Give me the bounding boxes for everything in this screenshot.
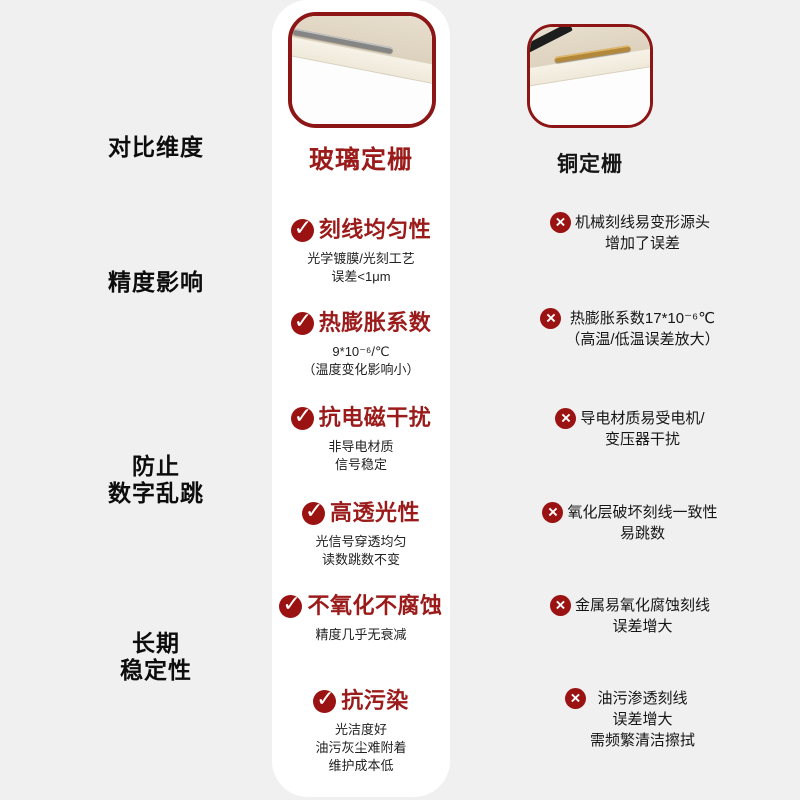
feature-detail: 增加了误差 — [604, 235, 680, 252]
feature-detail: 9*10⁻⁶/℃ — [332, 344, 390, 359]
check-icon: ✓ — [301, 498, 325, 525]
category-label-stability: 长期 稳定性 — [120, 630, 192, 683]
check-icon: ✓ — [313, 686, 337, 713]
cross-icon: × — [542, 502, 564, 523]
cross-icon: × — [555, 408, 577, 429]
feature-detail: 变压器干扰 — [604, 431, 680, 448]
glass-feature-uniformity: ✓ 刻线均匀性 光学镀膜/光刻工艺 误差<1μm — [274, 215, 448, 286]
glass-column-title: 玻璃定栅 — [308, 146, 413, 174]
feature-detail: 金属易氧化腐蚀刻线 — [574, 597, 710, 614]
cross-icon: × — [564, 688, 586, 709]
feature-title: 不氧化不腐蚀 — [307, 593, 443, 618]
feature-detail: 热膨胀系数17*10⁻⁶℃ — [569, 310, 716, 327]
feature-title: 抗电磁干扰 — [318, 405, 432, 430]
cross-icon: × — [549, 595, 571, 616]
feature-detail: 信号稳定 — [334, 457, 387, 472]
glass-feature-emi: ✓ 抗电磁干扰 非导电材质 信号稳定 — [274, 403, 448, 474]
feature-detail: （温度变化影响小） — [302, 362, 420, 377]
check-icon: ✓ — [279, 591, 303, 618]
copper-feature-thermal: × 热膨胀系数17*10⁻⁶℃ （高温/低温误差放大） — [502, 308, 758, 350]
feature-detail: 精度几乎无衰减 — [315, 627, 407, 642]
glass-grating-plate-image — [292, 16, 432, 124]
check-icon: ✓ — [290, 308, 314, 335]
feature-detail: 光洁度好 — [334, 722, 387, 737]
feature-detail: 需频繁清洁擦拭 — [589, 732, 695, 749]
feature-detail: 油污灰尘难附着 — [315, 740, 407, 755]
feature-detail: 误差增大 — [612, 618, 673, 635]
glass-feature-anti-pollution: ✓ 抗污染 光洁度好 油污灰尘难附着 维护成本低 — [274, 686, 448, 775]
copper-feature-emi: × 导电材质易受电机/ 变压器干扰 — [502, 408, 758, 450]
cross-icon: × — [549, 212, 571, 233]
copper-grating-photo — [527, 24, 653, 128]
copper-column-title: 铜定栅 — [557, 153, 623, 176]
copper-feature-pollution: × 油污渗透刻线 误差增大 需频繁清洁擦拭 — [502, 688, 758, 751]
glass-grating-photo — [288, 12, 436, 128]
copper-grating-plate-image — [530, 27, 650, 125]
feature-detail: 油污渗透刻线 — [597, 690, 688, 707]
feature-detail: 光学镀膜/光刻工艺 — [307, 251, 415, 266]
check-icon: ✓ — [290, 215, 314, 242]
feature-title: 刻线均匀性 — [318, 217, 432, 242]
feature-title: 抗污染 — [341, 688, 409, 713]
cross-icon: × — [540, 308, 562, 329]
glass-feature-thermal: ✓ 热膨胀系数 9*10⁻⁶/℃ （温度变化影响小） — [274, 308, 448, 379]
copper-feature-uniformity: × 机械刻线易变形源头 增加了误差 — [502, 212, 758, 254]
category-label-anti-jump: 防止 数字乱跳 — [108, 453, 204, 506]
feature-detail: 非导电材质 — [328, 439, 394, 454]
feature-title: 热膨胀系数 — [318, 310, 432, 335]
category-label-dimension: 对比维度 — [108, 134, 204, 160]
feature-detail: 误差<1μm — [331, 269, 391, 284]
feature-detail: 氧化层破坏刻线一致性 — [567, 504, 718, 521]
feature-detail: 机械刻线易变形源头 — [574, 214, 710, 231]
copper-feature-oxide-layer: × 氧化层破坏刻线一致性 易跳数 — [502, 502, 758, 544]
feature-detail: 易跳数 — [619, 525, 665, 542]
feature-detail: 读数跳数不变 — [321, 552, 400, 567]
feature-detail: （高温/低温误差放大） — [565, 331, 720, 348]
glass-feature-no-oxidation: ✓ 不氧化不腐蚀 精度几乎无衰减 — [274, 591, 448, 644]
feature-title: 高透光性 — [329, 500, 420, 525]
category-label-accuracy: 精度影响 — [108, 269, 204, 295]
feature-detail: 光信号穿透均匀 — [315, 534, 407, 549]
feature-detail: 维护成本低 — [328, 758, 394, 773]
feature-detail: 导电材质易受电机/ — [580, 410, 705, 427]
glass-feature-transmittance: ✓ 高透光性 光信号穿透均匀 读数跳数不变 — [274, 498, 448, 569]
comparison-card — [272, 0, 450, 797]
check-icon: ✓ — [290, 403, 314, 430]
copper-feature-corrosion: × 金属易氧化腐蚀刻线 误差增大 — [502, 595, 758, 637]
feature-detail: 误差增大 — [612, 711, 673, 728]
